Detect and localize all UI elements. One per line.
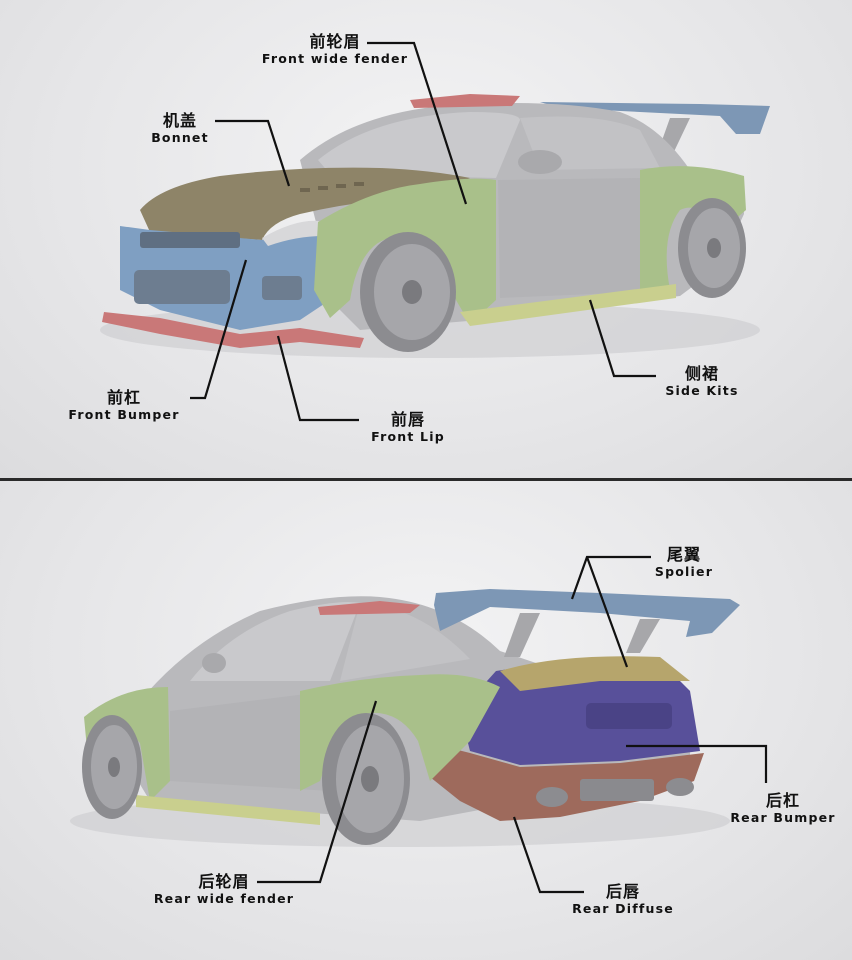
lower-intake (134, 270, 230, 304)
leader-rear-diffuse (512, 816, 584, 894)
label-cn: 后轮眉 (198, 872, 250, 891)
leader-front-fender (367, 41, 468, 205)
label-rear-bumper: 后杠 Rear Bumper (720, 793, 846, 825)
label-side-kits: 侧裙 Side Kits (652, 366, 752, 398)
label-en: Rear Bumper (730, 810, 836, 825)
license-plate-recess (586, 703, 672, 729)
bonnet-part (140, 167, 470, 240)
front-leader-lines (190, 41, 656, 422)
leader-front-lip (276, 335, 359, 422)
label-en: Rear wide fender (153, 891, 295, 906)
label-cn: 后杠 (765, 791, 800, 810)
side-kit-part (136, 795, 320, 825)
bonnet-vents (300, 182, 364, 192)
front-fender-part (314, 178, 496, 324)
label-en: Front Lip (371, 429, 445, 444)
leader-rear-wide-fender (257, 700, 378, 884)
label-en: Front wide fender (261, 51, 409, 66)
label-en: Side Kits (665, 383, 739, 398)
leader-bonnet (215, 119, 291, 187)
label-cn: 前轮眉 (309, 32, 361, 51)
label-cn: 尾翼 (666, 545, 701, 564)
rear-view-panel: 尾翼 Spolier 后杠 Rear Bumper 后轮眉 Rear wide … (0, 481, 852, 960)
front-car-illustration (100, 41, 770, 422)
spoiler-part (434, 589, 740, 657)
label-cn: 前唇 (390, 410, 425, 429)
rear-car-illustration (70, 555, 768, 894)
exhaust-tip-right (666, 778, 694, 796)
label-cn: 后唇 (605, 882, 640, 901)
label-cn: 机盖 (162, 111, 197, 130)
rear-fender-part (640, 166, 746, 292)
front-lip-part (102, 312, 364, 348)
front-wheel (360, 232, 456, 352)
side-kit-part (460, 284, 676, 326)
label-en: Rear Diffuse (572, 901, 674, 916)
diffuser-mesh (580, 779, 654, 801)
rear-leader-lines (257, 555, 768, 894)
label-rear-diffuse: 后唇 Rear Diffuse (560, 884, 686, 916)
rear-wheel (678, 198, 746, 298)
leader-rear-bumper (626, 744, 768, 783)
label-front-bumper: 前杠 Front Bumper (56, 390, 192, 422)
label-en: Bonnet (151, 130, 209, 145)
label-spoiler: 尾翼 Spolier (644, 547, 724, 579)
label-bonnet: 机盖 Bonnet (140, 113, 220, 145)
label-cn: 前杠 (106, 388, 141, 407)
leader-front-bumper (190, 259, 248, 400)
front-fender-part (84, 687, 170, 801)
front-wheel (82, 715, 142, 819)
label-rear-wide-fender: 后轮眉 Rear wide fender (140, 874, 308, 906)
rear-wheel (322, 713, 410, 845)
front-view-panel: 前轮眉 Front wide fender 机盖 Bonnet 前杠 Front… (0, 0, 852, 478)
label-cn: 侧裙 (684, 364, 719, 383)
rear-diffuse-part (430, 743, 704, 821)
grille (140, 232, 240, 248)
label-en: Front Bumper (68, 407, 180, 422)
leader-side-kits (588, 299, 656, 378)
trunk-lid (500, 656, 690, 691)
label-front-lip: 前唇 Front Lip (356, 412, 460, 444)
headlight (262, 220, 326, 246)
label-front-wide-fender: 前轮眉 Front wide fender (240, 34, 430, 66)
panel-divider (0, 478, 852, 481)
exhaust-tip-left (536, 787, 568, 807)
label-en: Spolier (654, 564, 714, 579)
leader-spoiler-b (585, 556, 629, 668)
side-intake (262, 276, 302, 300)
rear-fender-part (300, 674, 500, 791)
